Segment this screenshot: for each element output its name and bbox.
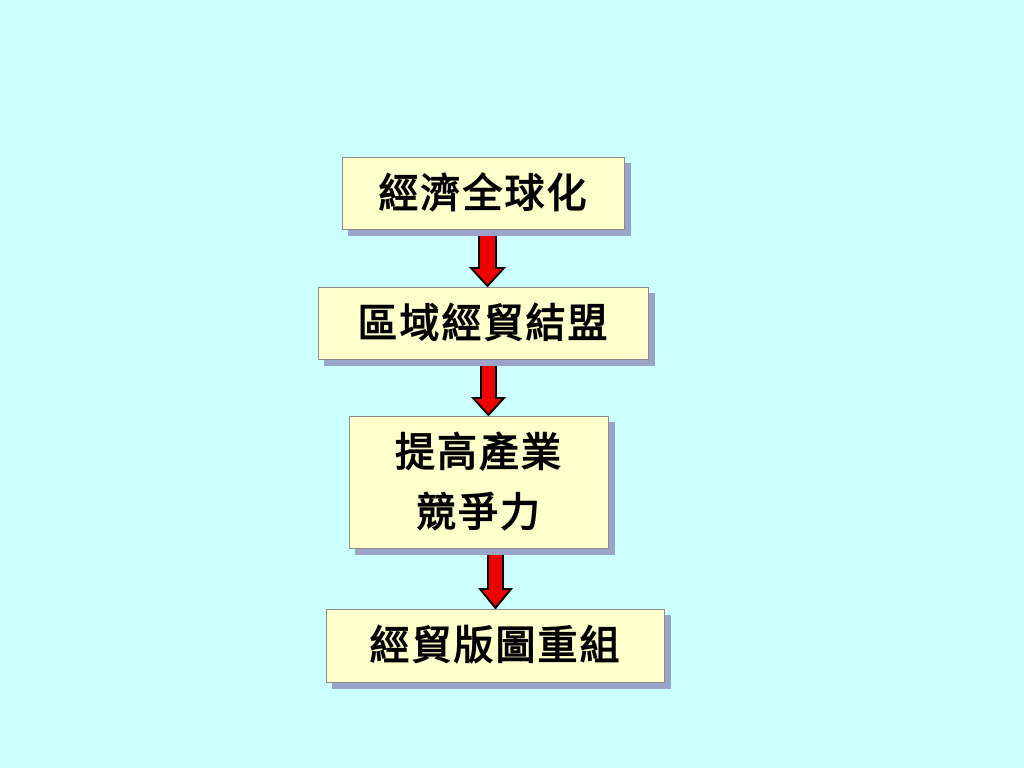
node-trade-map-restructuring: 經貿版圖重組 (326, 609, 665, 683)
node-label-line-1: 提高產業 (395, 428, 563, 476)
node-regional-trade-alliance: 區域經貿結盟 (318, 287, 649, 360)
node-industrial-competitiveness: 提高產業 競爭力 (349, 416, 609, 549)
arrow-down-2 (470, 360, 507, 417)
node-label: 經濟全球化 (378, 169, 589, 217)
arrow-down-3 (477, 551, 514, 610)
arrow-down-1 (468, 230, 507, 288)
node-label-line-2: 競爭力 (416, 488, 542, 536)
node-label: 區域經貿結盟 (357, 299, 610, 347)
node-economic-globalization: 經濟全球化 (342, 157, 625, 230)
node-label: 經貿版圖重組 (369, 622, 622, 669)
